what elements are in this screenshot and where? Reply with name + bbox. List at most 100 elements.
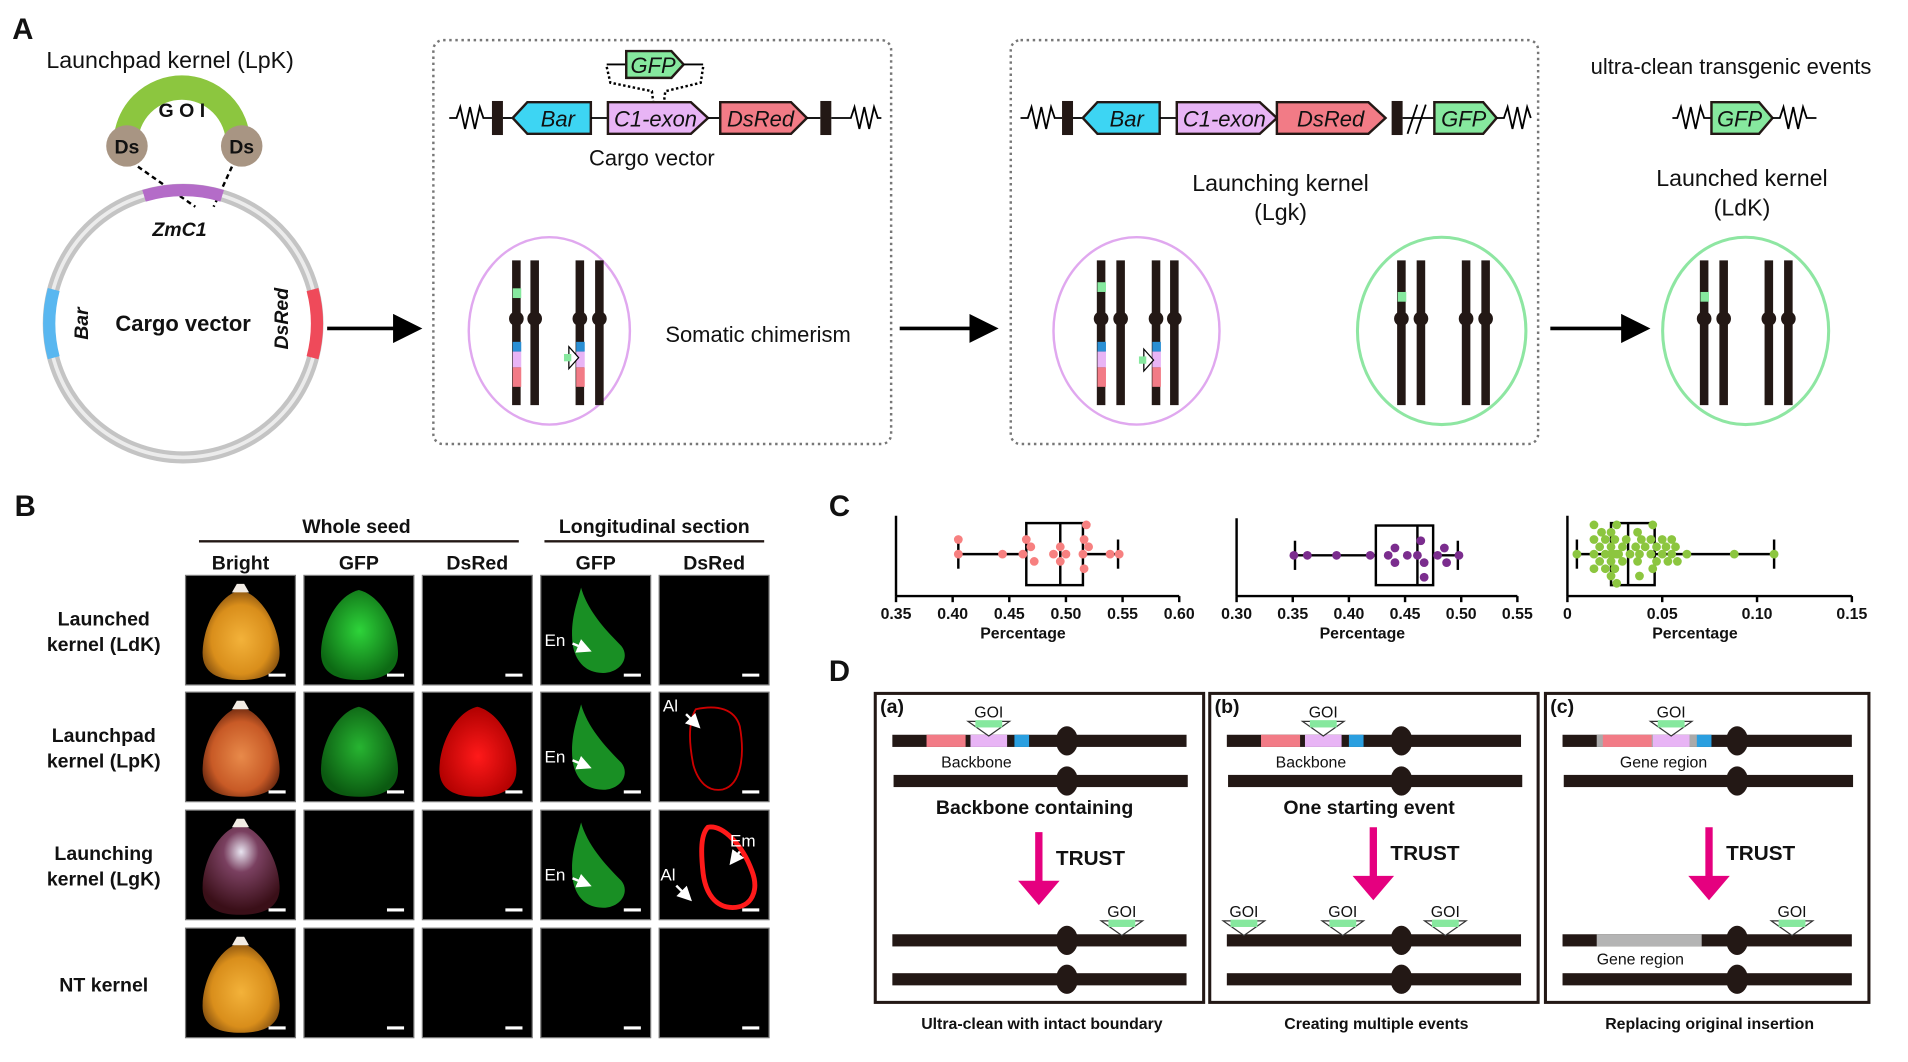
kernel-image-cell [303,574,415,686]
x-tick-label: 0.50 [1446,606,1477,623]
data-point [1631,542,1641,552]
scenario-caption: Replacing original insertion [1605,1016,1814,1033]
data-point [1055,557,1065,566]
data-point [1081,520,1091,530]
data-point [1416,536,1426,546]
data-point [1597,527,1606,537]
chimerism-cell [467,235,632,426]
column-header: Bright [212,552,270,574]
x-tick-label: 0.50 [1051,606,1082,623]
data-point [998,549,1007,559]
data-point [1635,549,1644,559]
data-point [1663,557,1673,566]
ldk-chromosomes [1696,260,1796,406]
kernel-bright-image [202,590,280,681]
kernel-bright-image [202,706,280,797]
launching-construct: Bar C1-exon DsRed GFP [1020,100,1532,136]
lgk-cell-chimeric [1052,235,1221,426]
data-point [1667,535,1677,544]
centromere [1055,925,1078,955]
x-tick-label: 0.30 [1221,606,1252,623]
data-point [1402,550,1412,560]
group-whole-seed: Whole seed [302,516,410,538]
goi-label: GOI [1657,705,1686,722]
bar-segment [1348,734,1364,747]
genomic-zigzag-icon [1020,103,1063,130]
data-point [1105,549,1115,559]
data-point [1084,542,1093,552]
centromere [1390,925,1413,955]
data-point [1640,542,1650,552]
data-point [1682,549,1692,559]
c1-exon-gene-box-2 [1175,100,1279,136]
data-point [1621,535,1631,544]
row-label: NT kernel [59,974,148,996]
kernel-image-cell [184,574,297,686]
x-tick-label: 0.60 [1164,606,1195,623]
launched-kernel-title-2: (LdK) [1714,194,1771,220]
trust-label: TRUST [1390,842,1459,865]
kernel-image-cell [658,927,770,1039]
kernel-image-cell: En [540,691,652,803]
data-point [1289,550,1299,560]
chromosome [1562,973,1852,986]
bar-gene-label: Bar [541,107,577,132]
chromosome [892,973,1187,986]
goi-label: GOI [1309,705,1338,722]
scenario-frame [873,691,1206,1004]
kernel-image-cell [421,574,533,686]
dsred-gene-box [719,100,809,136]
data-point [1419,558,1429,568]
chromosome [1228,774,1523,788]
cargo-construct: Bar C1-exon DsRed GFP [449,49,882,136]
column-header: DsRed [683,552,745,574]
goi-block [1657,720,1685,728]
kernel-image-cell [184,809,297,921]
data-point [1606,571,1616,581]
lgk-chromosomes-chimeric [1093,260,1182,406]
x-tick-label: 0.40 [937,606,968,623]
dsred-segment [1261,734,1301,747]
ds-left-label: Ds [114,136,139,158]
goi-block [1309,720,1337,728]
data-point [1610,564,1620,574]
after-region-label: Gene region [1597,952,1684,969]
white-arrow-icon [684,712,701,729]
trust-arrow-icon [1352,875,1395,901]
data-point [1390,558,1400,568]
chromosome [893,774,1188,788]
data-point [1332,550,1341,560]
scenario-frame [1543,691,1871,1004]
goi-block [1431,919,1459,927]
data-point [1078,549,1088,559]
data-point [1114,549,1124,559]
genomic-zigzag-icon [1672,103,1712,130]
centromere [1726,726,1749,756]
embryo-label: Em [730,832,756,851]
scenario-heading: One starting event [1283,797,1455,819]
data-point [1661,542,1671,552]
trust-arrow-icon [1018,880,1060,906]
c1-segment [1304,734,1342,747]
section-dsred-image [699,824,758,910]
white-arrow-icon [729,849,745,866]
data-point [1383,550,1393,560]
launching-kernel-box [1009,38,1540,446]
kernel-dsred-image [439,706,517,797]
x-tick-label: 0 [1563,606,1572,623]
kernel-bright-image [202,824,280,915]
scenario-tag: (a) [880,696,904,718]
kernel-gfp-image [320,706,399,797]
panel-letter-a: A [12,14,33,46]
gfp-insert-box [625,49,686,80]
cargo-vector-caption: Cargo vector [589,145,715,170]
data-point [1729,549,1739,559]
region-label: Backbone [1276,755,1347,772]
data-point [1633,557,1642,566]
